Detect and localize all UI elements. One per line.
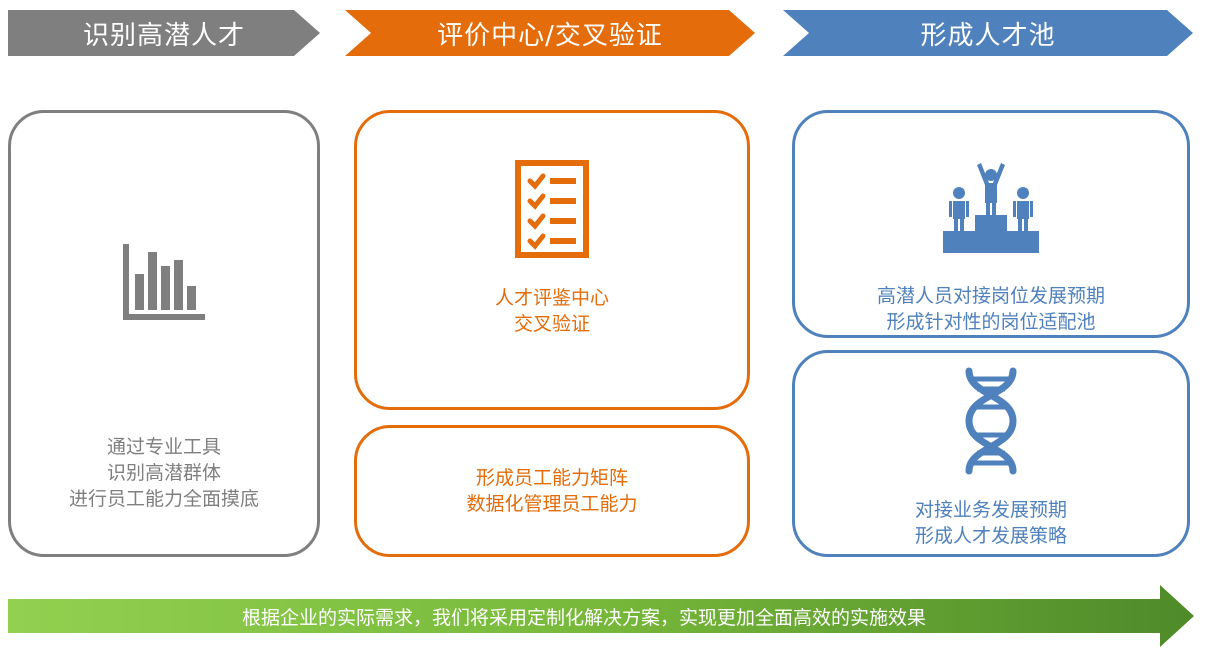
step-talent-pool: 形成人才池	[783, 10, 1193, 56]
podium-people-icon	[943, 163, 1039, 253]
position-pool-panel: 高潜人员对接岗位发展预期 形成针对性的岗位适配池	[792, 110, 1190, 338]
matrix-line-1: 形成员工能力矩阵	[475, 467, 628, 489]
strategy-line-1: 对接业务发展预期	[914, 499, 1067, 521]
step-evaluation-center-label: 评价中心/交叉验证	[437, 20, 663, 51]
bar-chart-icon	[123, 244, 205, 320]
identify-panel: 通过专业工具 识别高潜群体 进行员工能力全面摸底	[8, 110, 320, 557]
position-pool-line-2: 形成针对性的岗位适配池	[886, 311, 1096, 333]
checklist-icon	[515, 160, 589, 258]
assessment-line-1: 人才评鉴中心	[494, 287, 609, 309]
position-pool-line-1: 高潜人员对接岗位发展预期	[876, 285, 1105, 307]
step-identify-talent: 识别高潜人才	[8, 10, 320, 56]
strategy-line-2: 形成人才发展策略	[914, 525, 1067, 547]
step-evaluation-center: 评价中心/交叉验证	[345, 10, 755, 56]
matrix-line-2: 数据化管理员工能力	[466, 493, 638, 515]
assessment-line-2: 交叉验证	[513, 313, 590, 335]
identify-line-1: 通过专业工具	[106, 436, 221, 458]
identify-line-2: 识别高潜群体	[106, 462, 221, 484]
capability-matrix-panel: 形成员工能力矩阵 数据化管理员工能力	[354, 425, 750, 557]
development-strategy-panel: 对接业务发展预期 形成人才发展策略	[792, 350, 1190, 557]
dna-icon	[965, 367, 1017, 475]
assessment-center-panel: 人才评鉴中心 交叉验证	[354, 110, 750, 410]
solution-banner-text: 根据企业的实际需求，我们将采用定制化解决方案，实现更加全面高效的实施效果	[241, 606, 926, 629]
identify-line-3: 进行员工能力全面摸底	[68, 488, 259, 510]
step-talent-pool-label: 形成人才池	[920, 20, 1056, 51]
step-identify-talent-label: 识别高潜人才	[82, 20, 245, 51]
